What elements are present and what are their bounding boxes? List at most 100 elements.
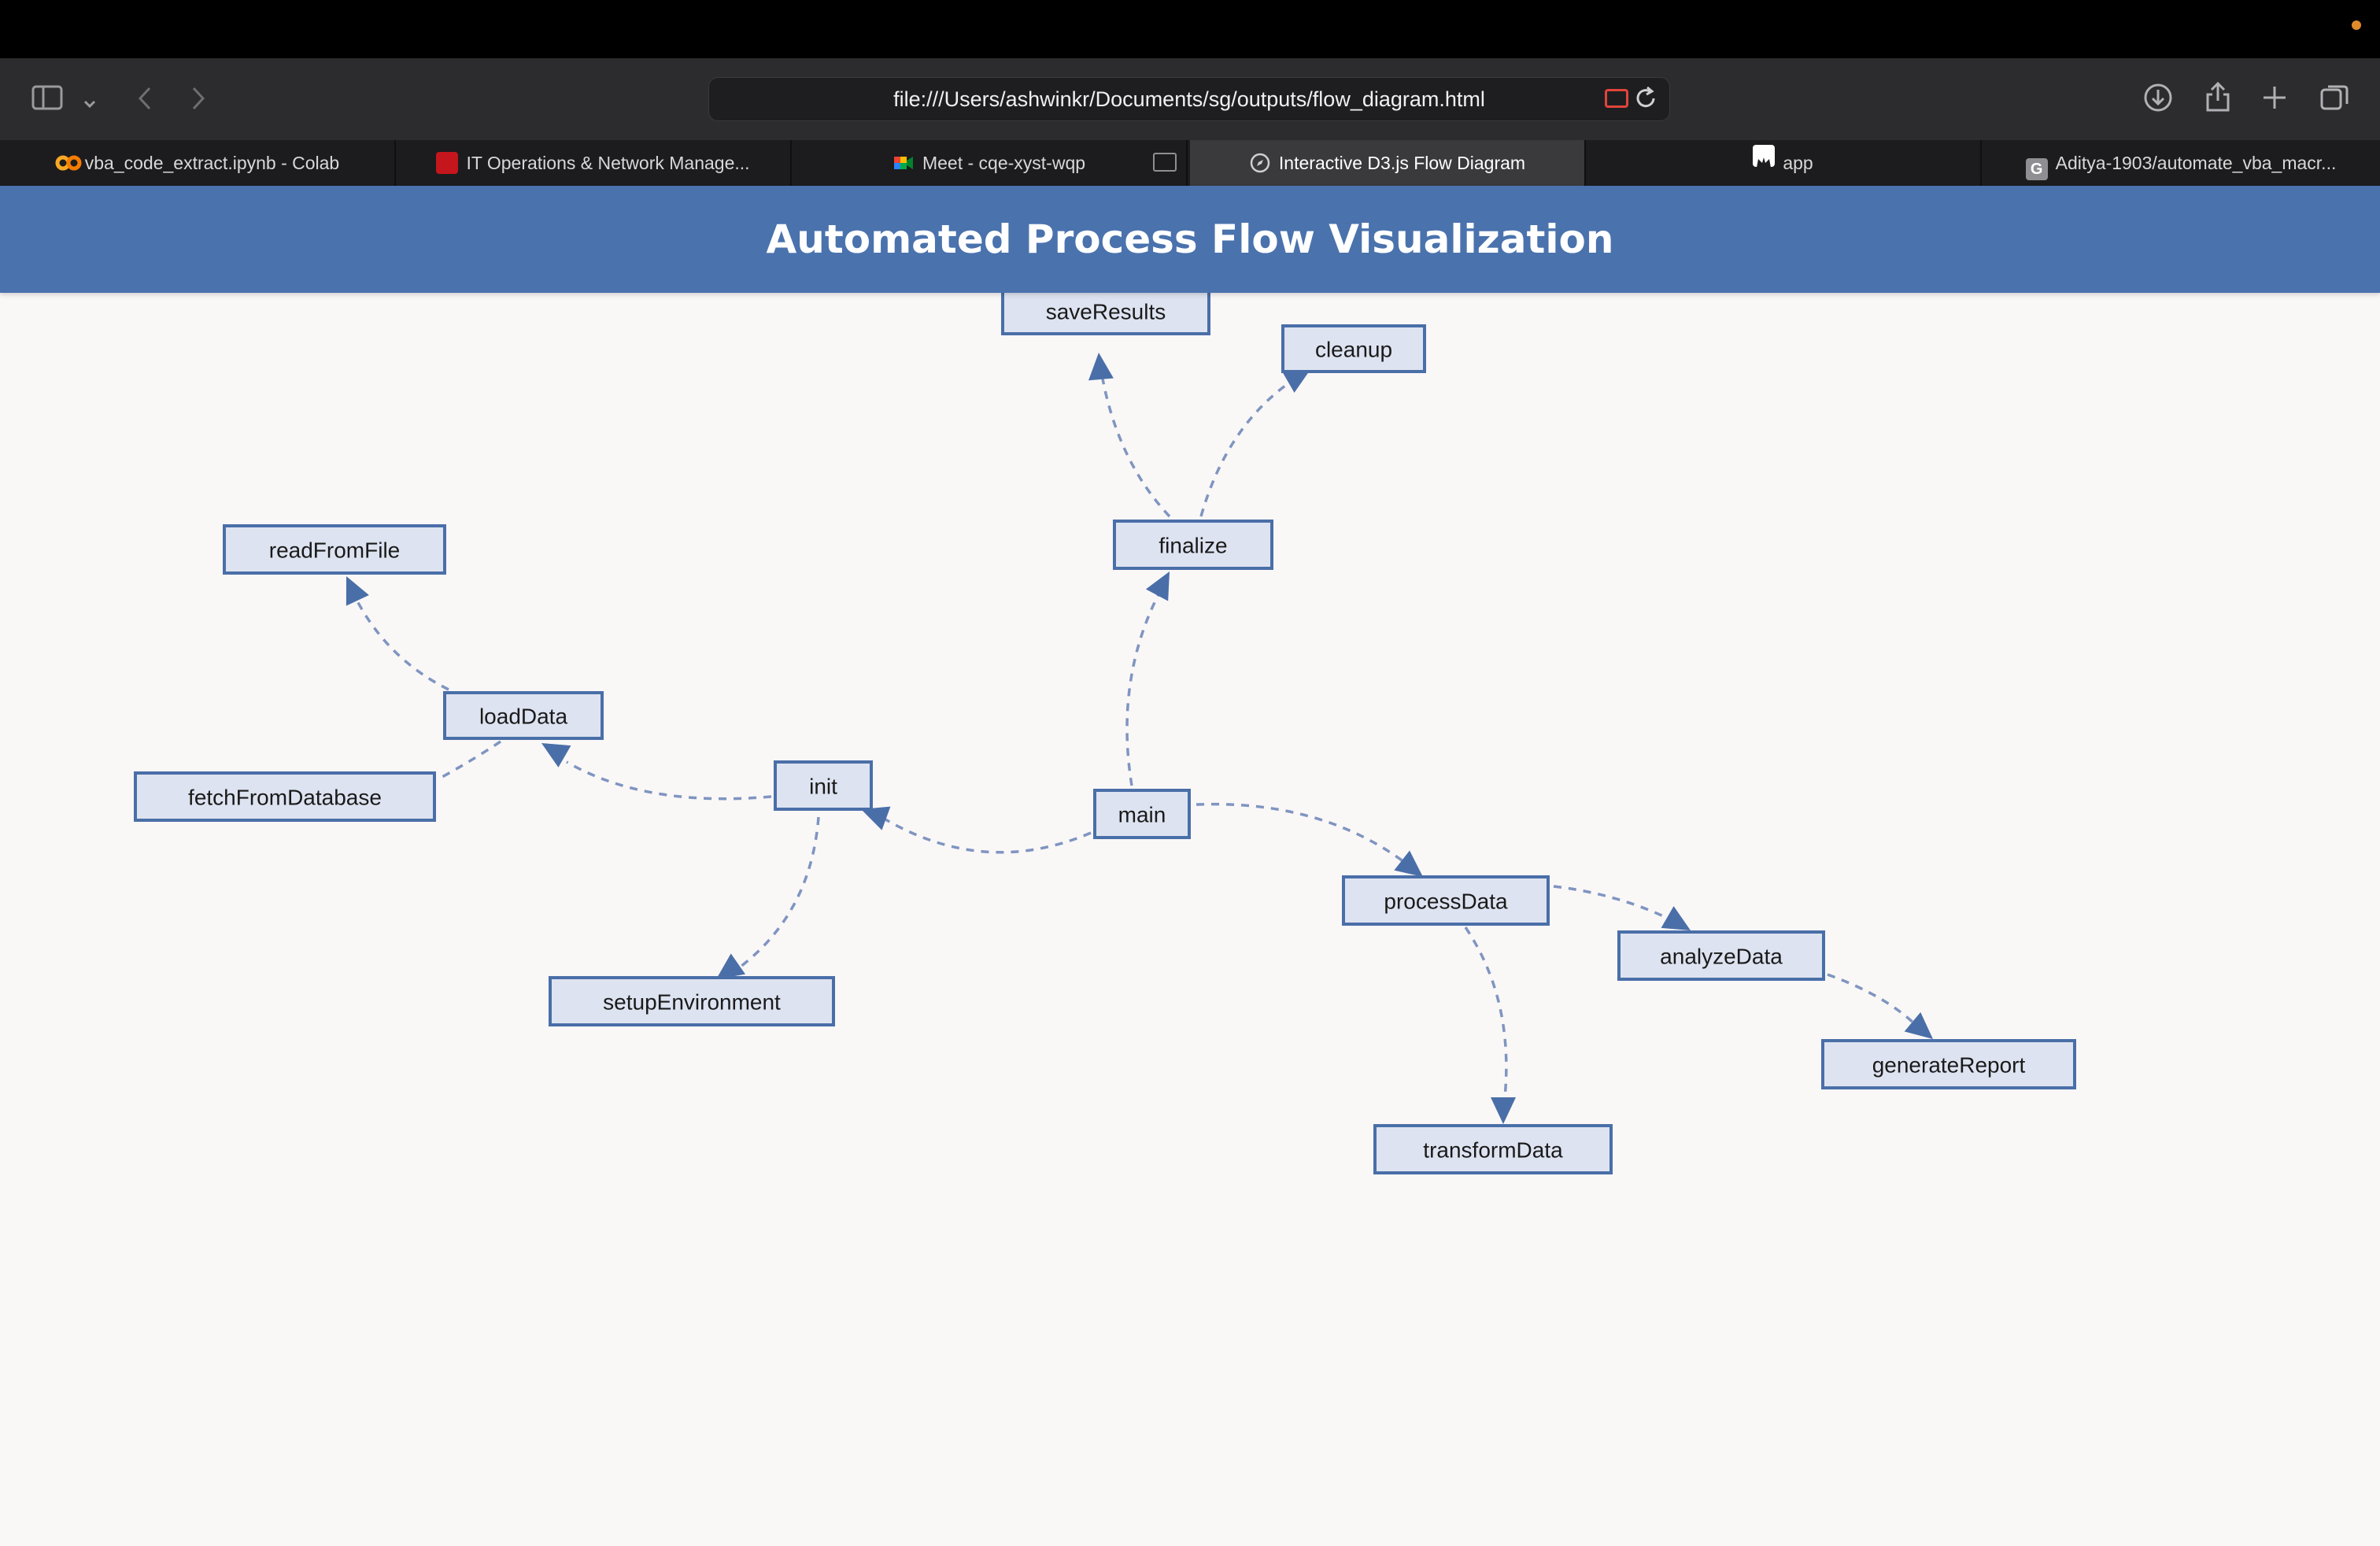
forward-icon[interactable] xyxy=(189,85,208,117)
github-icon: G xyxy=(2025,158,2048,180)
node-label: main xyxy=(1118,803,1166,827)
page-title: Automated Process Flow Visualization xyxy=(766,216,1614,262)
node-box[interactable] xyxy=(1373,1124,1613,1174)
node-box[interactable] xyxy=(1113,520,1273,570)
node-label: loadData xyxy=(479,705,568,729)
arrowhead-icon xyxy=(1281,368,1311,393)
node-box[interactable] xyxy=(1617,930,1825,981)
node-label: finalize xyxy=(1159,534,1227,558)
node-setupEnvironment[interactable]: setupEnvironment xyxy=(549,976,835,1026)
tab-app[interactable]: app xyxy=(1586,140,1982,186)
edge-processData-to-transformData xyxy=(1464,926,1508,1112)
arrowhead-icon xyxy=(346,576,369,606)
node-init[interactable]: init xyxy=(774,760,873,811)
browser-toolbar: file:///Users/ashwinkr/Documents/sg/outp… xyxy=(0,58,2380,140)
tab-it-operations[interactable]: IT Operations & Network Manage... xyxy=(396,140,792,186)
tab-label: vba_code_extract.ipynb - Colab xyxy=(84,153,340,173)
edge-loadData-to-readFromFile xyxy=(353,594,449,691)
edge-processData-to-analyzeData xyxy=(1553,885,1677,924)
sidebar-toggle-icon[interactable] xyxy=(31,85,63,115)
edge-init-to-loadData xyxy=(566,760,772,801)
edge-main-to-processData xyxy=(1196,802,1409,866)
node-box[interactable] xyxy=(549,976,835,1026)
tab-flow-diagram[interactable]: Interactive D3.js Flow Diagram xyxy=(1190,140,1586,186)
edge-main-to-init xyxy=(881,816,1092,854)
tab-label: app xyxy=(1783,153,1813,173)
edge-loadData-to-fetchFromDatabase xyxy=(440,740,501,779)
node-box[interactable] xyxy=(1093,789,1191,839)
colab-icon xyxy=(55,145,82,171)
tab-label: Meet - cqe-xyst-wqp xyxy=(922,153,1086,173)
share-icon[interactable] xyxy=(2204,80,2232,118)
node-generateReport[interactable]: generateReport xyxy=(1821,1039,2076,1089)
node-box[interactable] xyxy=(774,760,873,811)
node-label: readFromFile xyxy=(269,538,400,563)
tab-label: Interactive D3.js Flow Diagram xyxy=(1278,153,1526,173)
flow-diagram[interactable]: saveResults cleanup readFromFile finalize lo… xyxy=(0,186,2380,1546)
url-text[interactable]: file:///Users/ashwinkr/Documents/sg/outp… xyxy=(893,87,1485,111)
node-box[interactable] xyxy=(443,691,604,740)
arrowhead-icon xyxy=(716,953,746,979)
node-finalize[interactable]: finalize xyxy=(1113,520,1273,570)
tab-github[interactable]: G Aditya-1903/automate_vba_macr... xyxy=(1982,140,2380,186)
node-transformData[interactable]: transformData xyxy=(1373,1124,1613,1174)
edge-finalize-to-saveResults xyxy=(1100,374,1171,518)
node-fetchFromDatabase[interactable]: fetchFromDatabase xyxy=(134,771,436,822)
node-box[interactable] xyxy=(223,524,446,575)
tab-colab[interactable]: vba_code_extract.ipynb - Colab xyxy=(0,140,396,186)
reload-icon[interactable] xyxy=(1635,86,1658,117)
edge-main-to-finalize xyxy=(1125,582,1166,786)
node-label: processData xyxy=(1384,890,1508,914)
site-icon xyxy=(436,152,459,174)
node-readFromFile[interactable]: readFromFile xyxy=(223,524,446,575)
tab-label: Aditya-1903/automate_vba_macr... xyxy=(2055,153,2337,173)
tab-bar: vba_code_extract.ipynb - Colab IT Operat… xyxy=(0,140,2380,186)
address-bar[interactable]: file:///Users/ashwinkr/Documents/sg/outp… xyxy=(708,77,1670,121)
node-box[interactable] xyxy=(134,771,436,822)
new-tab-icon[interactable] xyxy=(2260,83,2289,117)
node-analyzeData[interactable]: analyzeData xyxy=(1617,930,1825,981)
edge-finalize-to-cleanup xyxy=(1199,375,1299,517)
back-icon[interactable] xyxy=(135,85,154,117)
node-main[interactable]: main xyxy=(1093,789,1191,839)
node-label: generateReport xyxy=(1872,1053,2026,1078)
tab-label: IT Operations & Network Manage... xyxy=(466,153,750,173)
tab-overview-icon[interactable] xyxy=(2319,82,2350,118)
node-label: analyzeData xyxy=(1660,945,1783,969)
nodes-layer: saveResults cleanup readFromFile finalize lo… xyxy=(134,287,2076,1174)
camera-in-use-icon[interactable] xyxy=(1605,89,1628,108)
tab-meet[interactable]: Meet - cqe-xyst-wqp xyxy=(792,140,1188,186)
node-box[interactable] xyxy=(1001,287,1210,335)
app-icon xyxy=(1753,145,1776,168)
arrowhead-icon xyxy=(541,743,571,767)
node-label: transformData xyxy=(1423,1138,1563,1163)
node-label: fetchFromDatabase xyxy=(188,786,382,810)
arrowhead-icon xyxy=(1661,906,1691,930)
downloads-icon[interactable] xyxy=(2142,82,2174,118)
node-processData[interactable]: processData xyxy=(1342,875,1550,926)
arrowhead-icon xyxy=(861,806,891,830)
meet-icon xyxy=(893,145,915,169)
page-header: Automated Process Flow Visualization xyxy=(0,186,2380,293)
arrowhead-icon xyxy=(1394,850,1423,877)
macos-menu-bar xyxy=(0,0,2380,58)
sidebar-chevron-down-icon[interactable] xyxy=(82,90,98,117)
node-cleanup[interactable]: cleanup xyxy=(1281,324,1426,373)
arrowhead-icon xyxy=(1088,353,1114,381)
node-label: saveResults xyxy=(1046,300,1166,324)
web-page: saveResults cleanup readFromFile finalize lo… xyxy=(0,186,2380,1546)
node-label: setupEnvironment xyxy=(603,990,781,1015)
edges-layer xyxy=(346,353,1933,1124)
node-box[interactable] xyxy=(1821,1039,2076,1089)
node-saveResults[interactable]: saveResults xyxy=(1001,287,1210,335)
arrowhead-icon xyxy=(1904,1012,1933,1039)
compass-icon xyxy=(1249,145,1271,173)
screen-share-icon xyxy=(1153,153,1177,172)
node-box[interactable] xyxy=(1281,324,1426,373)
node-label: init xyxy=(809,775,837,799)
node-loadData[interactable]: loadData xyxy=(443,691,604,740)
edge-analyzeData-to-generateReport xyxy=(1827,973,1922,1031)
node-box[interactable] xyxy=(1342,875,1550,926)
arrowhead-icon xyxy=(1145,571,1170,601)
arrowhead-icon xyxy=(1491,1097,1516,1124)
